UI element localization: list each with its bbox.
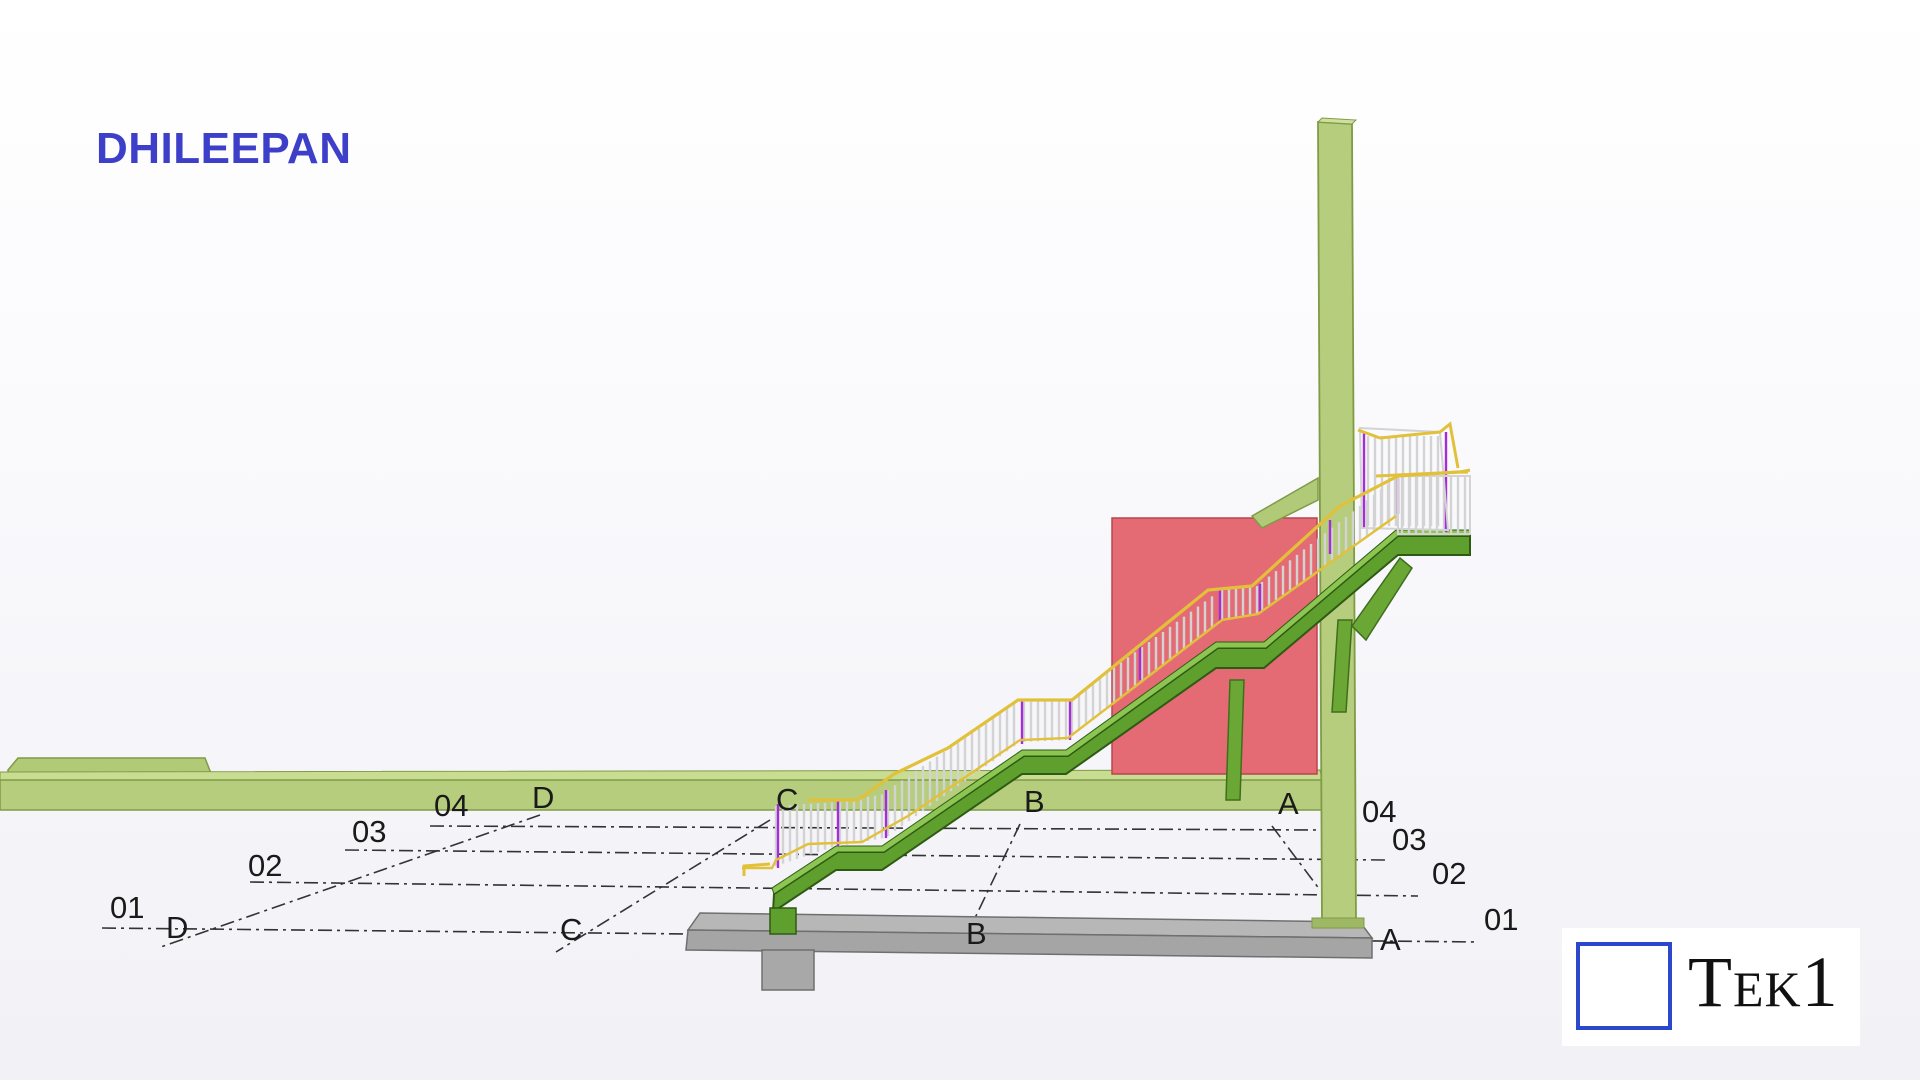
grid-label-upper-b: B: [1024, 784, 1045, 819]
grid-line-c: [555, 819, 771, 953]
handrail-lower: [742, 515, 1397, 870]
grid-labels: D C B A D C B A 01 02 03 04 04 03 02 01: [110, 780, 1518, 957]
column-side: [1316, 117, 1358, 125]
grid-label-upper-c: C: [776, 782, 798, 817]
grid-label-upper-d: D: [532, 780, 554, 815]
grid-label-upper-a: A: [1278, 786, 1299, 821]
grid-label-lower-b: B: [966, 916, 987, 951]
level-label-left-02: 02: [248, 848, 282, 883]
grid-line-d: [157, 814, 541, 949]
level-label-right-04: 04: [1362, 794, 1396, 829]
stair-supports: [1225, 556, 1413, 801]
column-base-plate: [1311, 917, 1365, 929]
main-column: [1311, 117, 1365, 929]
landing-rear-rail: [1357, 421, 1460, 469]
stair-balusters: [774, 436, 1467, 866]
beam-front-face: [0, 779, 1323, 811]
upper-brace: [1250, 476, 1319, 529]
grid-line-02: [249, 881, 1419, 897]
logo-text: Tek1: [1688, 942, 1839, 1022]
landing-front-panel: [1397, 475, 1471, 535]
grid-line-b: [974, 823, 1021, 919]
slab-front: [685, 929, 1373, 959]
tek1-logo: Tek1: [1562, 928, 1860, 1046]
grid-label-lower-c: C: [560, 912, 582, 947]
level-label-right-02: 02: [1432, 856, 1466, 891]
support-post-middle: [1225, 679, 1245, 801]
stringer-foot: [769, 907, 797, 935]
page-title: DHILEEPAN: [96, 124, 352, 173]
handrail-start: [742, 862, 771, 876]
grid-label-lower-d: D: [166, 910, 188, 945]
grid-label-lower-a: A: [1380, 922, 1401, 957]
concrete-slab: [685, 912, 1374, 991]
grid-line-a: [1271, 825, 1321, 891]
column-face: [1317, 121, 1357, 926]
handrail-upper: [808, 470, 1468, 802]
level-label-right-01: 01: [1484, 902, 1518, 937]
level-label-right-03: 03: [1392, 822, 1426, 857]
level-label-left-01: 01: [110, 890, 144, 925]
support-brace-right: [1351, 556, 1413, 642]
level-label-left-03: 03: [352, 814, 386, 849]
logo-square-icon: [1576, 942, 1672, 1030]
support-post-right: [1331, 619, 1353, 713]
level-label-left-04: 04: [434, 788, 468, 823]
footing: [761, 949, 815, 991]
